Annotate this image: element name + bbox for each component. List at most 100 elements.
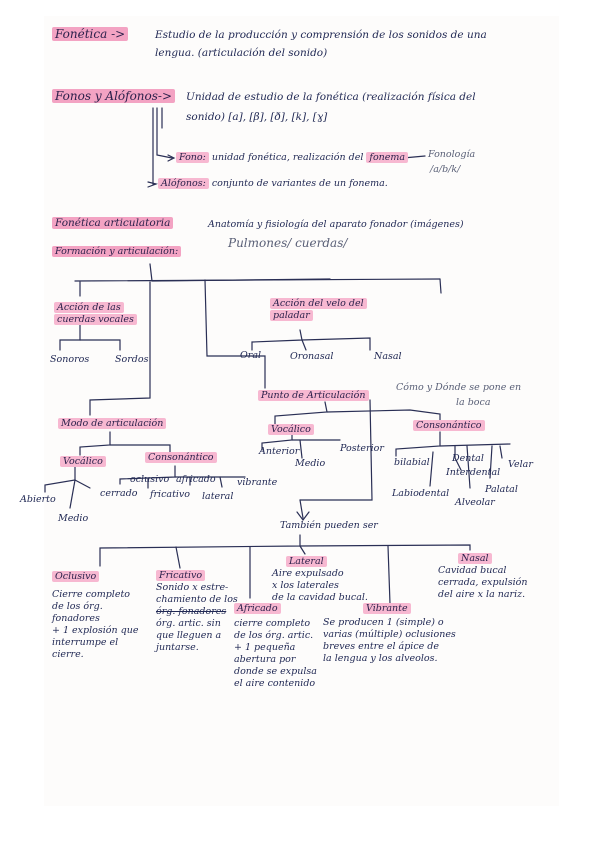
fricativo-desc-1: Sonido x estre- [156, 582, 229, 593]
africado-desc-1: cierre completo [234, 618, 311, 629]
consonantico-punto-highlight: Consonántico [413, 420, 485, 431]
articulatoria-definition: Anatomía y fisiología del aparato fonado… [208, 219, 464, 230]
node-oclusivo-small: oclusivo [130, 474, 170, 485]
fono-label: Fono: [176, 152, 209, 163]
node-oral: Oral [240, 350, 262, 361]
type-nasal: Nasal Cavidad bucal cerrada, expulsión d… [438, 553, 548, 601]
africado-desc-4: abertura por [234, 654, 296, 665]
punto-note-line-1: Cómo y Dónde se pone en [396, 382, 522, 393]
fricativo-desc-6: juntarse. [156, 642, 199, 653]
formacion-label: Formación y articulación: [52, 246, 182, 258]
node-lateral-small: lateral [202, 491, 234, 502]
accion-velo-line-1: Acción del velo del [270, 298, 367, 309]
lateral-desc-2: x los laterales [272, 580, 339, 591]
africado-title: Africado [234, 603, 281, 614]
node-africado-small: africado [176, 474, 216, 485]
fricativo-title: Fricativo [156, 570, 206, 581]
node-cerrado: cerrado [100, 488, 138, 499]
nasal-desc-1: Cavidad bucal [438, 565, 507, 576]
modo-highlight: Modo de articulación [58, 418, 167, 429]
oclusivo-desc-3: + 1 explosión que [52, 625, 139, 636]
fonos-highlight: Fonos y Alófonos-> [52, 89, 176, 103]
nasal-desc-3: del aire x la nariz. [438, 589, 526, 600]
punto-note-line-2: la boca [456, 397, 491, 408]
node-vibrante-small: vibrante [237, 477, 278, 488]
node-palatal: Palatal [485, 484, 518, 495]
node-abierto: Abierto [20, 494, 56, 505]
node-sordos: Sordos [115, 354, 149, 365]
fonos-definition-line-2: sonido) [a], [β], [ð], [k], [ɣ] [186, 111, 328, 123]
node-dental: Dental [452, 453, 484, 464]
node-modo-articulacion: Modo de articulación [58, 418, 167, 430]
fonologia-note: Fonología [428, 149, 476, 160]
node-sonoros: Sonoros [50, 354, 90, 365]
nasal-desc-2: cerrada, expulsión [438, 577, 528, 588]
fricativo-desc-2: chamiento de los [156, 594, 238, 605]
node-punto-articulacion: Punto de Articulación [258, 390, 369, 402]
fonetica-highlight: Fonética -> [52, 27, 129, 41]
punto-highlight: Punto de Articulación [258, 390, 369, 401]
fonetica-definition-line-1: Estudio de la producción y comprensión d… [155, 29, 487, 41]
node-consonantico-modo: Consonántico [145, 452, 217, 464]
node-tambien: También pueden ser [280, 520, 378, 531]
fonetica-definition-line-2: lengua. (articulación del sonido) [155, 47, 328, 59]
term-fonos-alofonos: Fonos y Alófonos-> [52, 89, 176, 104]
node-fricativo-small: fricativo [150, 489, 191, 500]
term-fonetica: Fonética -> [52, 27, 129, 42]
lateral-title: Lateral [286, 556, 327, 567]
node-labiodental: Labiodental [392, 488, 450, 499]
node-oronasal: Oronasal [290, 351, 334, 362]
term-fonetica-articulatoria: Fonética articulatoria [52, 217, 174, 230]
fono-definition: unidad fonética, realización del [211, 152, 364, 163]
vibrante-desc-1: Se producen 1 (simple) o [323, 617, 444, 628]
fonos-definition-line-1: Unidad de estudio de la fonética (realiz… [186, 91, 476, 103]
vibrante-desc-3: breves entre el ápice de [323, 641, 439, 652]
node-consonantico-punto: Consonántico [413, 420, 485, 432]
node-medio-modo: Medio [58, 513, 89, 524]
accion-cuerdas-line-1: Acción de las [54, 302, 124, 313]
formacion-highlight: Formación y articulación: [52, 246, 182, 257]
node-alveolar: Alveolar [455, 497, 495, 508]
type-africado: Africado cierre completo de los órg. art… [234, 603, 329, 690]
vibrante-desc-2: varias (múltiple) oclusiones [323, 629, 456, 640]
lateral-desc-3: de la cavidad bucal. [272, 592, 368, 603]
fonema-word: fonema [366, 152, 409, 163]
africado-desc-5: donde se expulsa [234, 666, 317, 677]
africado-desc-6: el aire contenido [234, 678, 316, 689]
type-vibrante: Vibrante Se producen 1 (simple) o varias… [323, 603, 463, 665]
fono-line: Fono: unidad fonética, realización del f… [176, 152, 409, 164]
node-medio-punto: Medio [295, 458, 326, 469]
vibrante-desc-4: la lengua y los alveolos. [323, 653, 438, 664]
node-posterior: Posterior [340, 443, 384, 454]
alofonos-line: Alófonos: conjunto de variantes de un fo… [158, 178, 388, 190]
type-lateral: Lateral Aire expulsado x los laterales d… [272, 556, 382, 604]
nasal-title: Nasal [458, 553, 492, 564]
oclusivo-desc-4: interrumpe el cierre. [52, 637, 119, 660]
oclusivo-desc-1: Cierre completo [52, 589, 130, 600]
type-fricativo: Fricativo Sonido x estre- chamiento de l… [156, 570, 251, 654]
africado-desc-3: + 1 pequeña [234, 642, 296, 653]
paper-sheet [44, 16, 559, 806]
alofonos-label: Alófonos: [158, 178, 209, 189]
node-vocalico-punto: Vocálico [268, 424, 314, 436]
fricativo-desc-5: que lleguen a [156, 630, 222, 641]
oclusivo-title: Oclusivo [52, 571, 100, 582]
node-velar: Velar [508, 459, 533, 470]
accion-cuerdas-line-2: cuerdas vocales [54, 314, 137, 325]
africado-desc-2: de los órg. artic. [234, 630, 314, 641]
node-anterior: Anterior [259, 446, 300, 457]
fricativo-desc-3: órg. fonadores [156, 606, 227, 617]
vocalico-modo-highlight: Vocálico [60, 456, 106, 467]
node-interdental: Interdental [446, 467, 501, 478]
oclusivo-desc-2: de los órg. fonadores [52, 601, 103, 624]
consonantico-modo-highlight: Consonántico [145, 452, 217, 463]
fonologia-phonemes: /a/b/k/ [430, 164, 461, 175]
vocalico-punto-highlight: Vocálico [268, 424, 314, 435]
accion-velo-line-2: paladar [270, 310, 313, 321]
articulatoria-highlight: Fonética articulatoria [52, 217, 174, 229]
lateral-desc-1: Aire expulsado [272, 568, 344, 579]
pulmones-cuerdas: Pulmones/ cuerdas/ [228, 236, 348, 250]
